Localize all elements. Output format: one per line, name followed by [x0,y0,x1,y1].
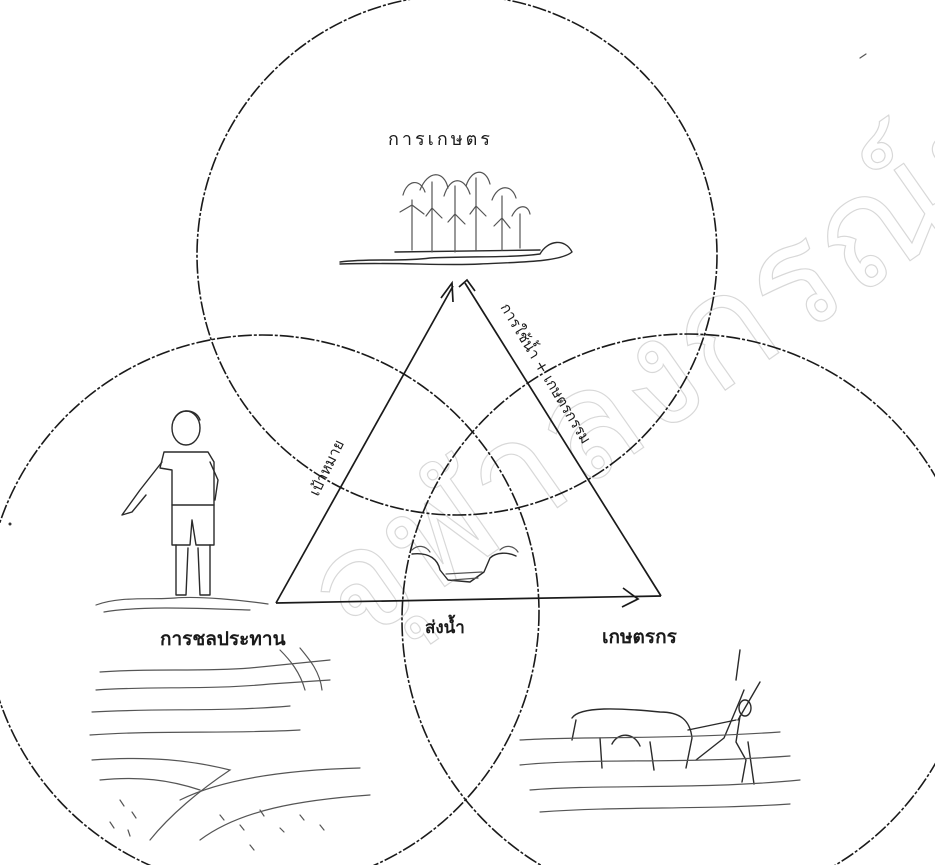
arrow-top-left [441,283,453,302]
canal-fields-illustration [90,648,370,850]
stray-dot [9,523,12,526]
water-delivery-label: ส่งน้ำ [425,614,465,638]
standing-man-illustration [96,411,268,612]
forest-illustration [340,172,572,264]
watermark-text: จุฬาลงกรณ์มหาวิทยาลัย University [275,0,935,683]
irrigation-label: การชลประทาน [160,628,286,650]
plowing-farmer-illustration [520,650,800,812]
farmer-label: เกษตรกร [602,626,678,648]
stray-mark [860,54,866,58]
agriculture-label: การเกษตร [388,129,493,150]
